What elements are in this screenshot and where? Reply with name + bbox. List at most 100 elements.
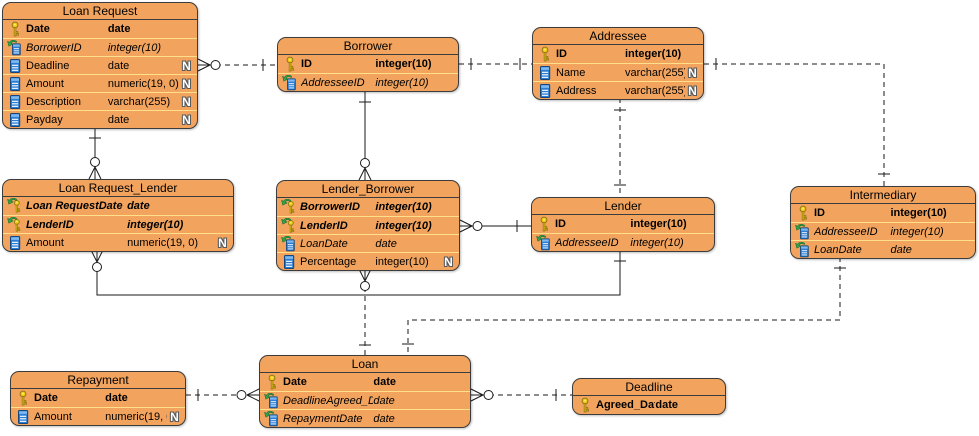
column-row[interactable]: Agreed_Date date (573, 396, 725, 414)
column-row[interactable]: Percentage integer(10) N (277, 252, 459, 270)
column-row[interactable]: LenderID integer(10) (3, 215, 233, 233)
column-icon (7, 94, 23, 110)
column-row[interactable]: LoanDate date (791, 240, 975, 258)
relationship-addressee-intermediary[interactable] (704, 58, 890, 186)
column-name: LenderID (26, 218, 74, 231)
column-row[interactable]: Address varchar(255) N (533, 81, 703, 99)
primary-key-icon (264, 374, 280, 390)
column-name: LoanDate (300, 237, 348, 250)
column-name: Date (34, 392, 58, 404)
column-row[interactable]: DeadlineAgreed_Date date (260, 391, 470, 409)
relationship-loan-lenderborrower[interactable] (358, 268, 372, 355)
entity-loan[interactable]: Loan Date date DeadlineAgreed_Date date … (259, 355, 471, 428)
column-type: integer(10) (375, 201, 432, 213)
entity-loan-request-lender[interactable]: Loan Request_Lender Loan RequestDate dat… (2, 179, 234, 252)
column-name: Amount (26, 236, 64, 249)
primary-foreign-key-icon (7, 198, 23, 214)
column-type: date (127, 200, 150, 212)
column-row[interactable]: Deadline date N (3, 56, 197, 74)
column-type: date (107, 23, 131, 35)
entity-title: Lender_Borrower (277, 181, 459, 198)
column-name: Description (26, 95, 82, 108)
column-type: varchar(255) (107, 95, 171, 108)
column-type: numeric(19, 0) (105, 410, 167, 423)
column-icon (7, 76, 23, 92)
primary-foreign-key-icon (7, 217, 23, 233)
entity-addressee[interactable]: Addressee ID integer(10) Name varchar(25… (532, 27, 704, 100)
column-icon (15, 409, 31, 425)
column-type: integer(10) (630, 218, 687, 230)
column-row[interactable]: AddresseeID integer(10) (532, 233, 714, 251)
nullable-badge: N (182, 76, 191, 91)
column-row[interactable]: Date date (11, 389, 185, 407)
relationship-borrower-lenderborrower[interactable] (358, 90, 372, 181)
entity-lender[interactable]: Lender ID integer(10) AddresseeID intege… (531, 197, 715, 252)
entity-deadline[interactable]: Deadline Agreed_Date date (572, 378, 726, 415)
nullable-badge: N (182, 112, 191, 127)
column-row[interactable]: ID integer(10) (791, 204, 975, 222)
column-icon (281, 254, 297, 270)
relationship-addressee-lender[interactable] (614, 98, 626, 197)
entity-title: Intermediary (791, 187, 975, 204)
column-row[interactable]: AddresseeID integer(10) (278, 73, 458, 91)
foreign-key-icon (536, 235, 552, 251)
entity-borrower[interactable]: Borrower ID integer(10) AddresseeID inte… (277, 37, 459, 92)
column-row[interactable]: Description varchar(255) N (3, 92, 197, 110)
column-row[interactable]: ID integer(10) (532, 215, 714, 233)
column-name: Deadline (26, 59, 70, 72)
column-row[interactable]: Date date (3, 20, 197, 38)
column-row[interactable]: LoanDate date (277, 234, 459, 252)
entity-repayment[interactable]: Repayment Date date Amount numeric(19, 0… (10, 371, 186, 426)
column-type: date (107, 113, 130, 126)
column-name: RepaymentDate (283, 412, 363, 425)
column-row[interactable]: Amount numeric(19, 0) N (3, 74, 197, 92)
column-row[interactable]: Amount numeric(19, 0) N (11, 407, 185, 425)
column-name: Date (26, 23, 50, 35)
primary-key-icon (282, 56, 298, 72)
nullable-badge: N (182, 58, 191, 73)
column-icon (537, 83, 553, 99)
column-type: date (105, 392, 128, 404)
column-type: integer(10) (624, 48, 682, 60)
column-row[interactable]: Payday date N (3, 110, 197, 128)
column-type: integer(10) (375, 255, 429, 268)
entity-lender-borrower[interactable]: Lender_Borrower BorrowerID integer(10) L… (276, 180, 460, 271)
nullable-badge: N (170, 409, 179, 424)
entity-intermediary[interactable]: Intermediary ID integer(10) AddresseeID … (790, 186, 976, 259)
column-row[interactable]: Date date (260, 373, 470, 391)
relationship-borrower-addressee[interactable] (459, 58, 532, 70)
entity-title: Borrower (278, 38, 458, 55)
column-row[interactable]: ID integer(10) (278, 55, 458, 73)
column-name: ID (301, 58, 312, 70)
relationship-loan-deadline[interactable] (470, 388, 572, 402)
relationship-lender-loanrequestlender[interactable] (90, 249, 626, 296)
column-row[interactable]: AddresseeID integer(10) (791, 222, 975, 240)
column-name: Date (283, 376, 307, 388)
column-type: date (373, 394, 395, 407)
entity-loan-request[interactable]: Loan Request Date date BorrowerID intege… (2, 2, 198, 129)
column-type: numeric(19, 0) (107, 77, 179, 90)
entity-title: Deadline (573, 379, 725, 396)
column-name: Percentage (300, 255, 357, 268)
relationship-repayment-loan[interactable] (186, 388, 260, 402)
foreign-key-icon (795, 224, 811, 240)
nullable-badge: N (688, 65, 697, 80)
column-type: varchar(255) (624, 84, 685, 97)
column-row[interactable]: RepaymentDate date (260, 409, 470, 427)
relationship-borrower-loanrequest[interactable] (197, 58, 277, 72)
column-row[interactable]: Name varchar(255) N (533, 63, 703, 81)
column-name: ID (555, 218, 566, 230)
relationship-intermediary-loan[interactable] (402, 257, 846, 355)
column-row[interactable]: Loan RequestDate date (3, 197, 233, 215)
column-name: Name (556, 66, 586, 79)
column-row[interactable]: BorrowerID integer(10) (277, 198, 459, 216)
column-row[interactable]: LenderID integer(10) (277, 216, 459, 234)
column-row[interactable]: ID integer(10) (533, 45, 703, 63)
column-row[interactable]: Amount numeric(19, 0) N (3, 233, 233, 251)
foreign-key-icon (7, 40, 23, 56)
column-type: date (655, 399, 678, 411)
relationship-loanrequest-loanrequestlender[interactable] (88, 127, 102, 180)
relationship-lender-lenderborrower[interactable] (459, 219, 531, 233)
column-row[interactable]: BorrowerID integer(10) (3, 38, 197, 56)
